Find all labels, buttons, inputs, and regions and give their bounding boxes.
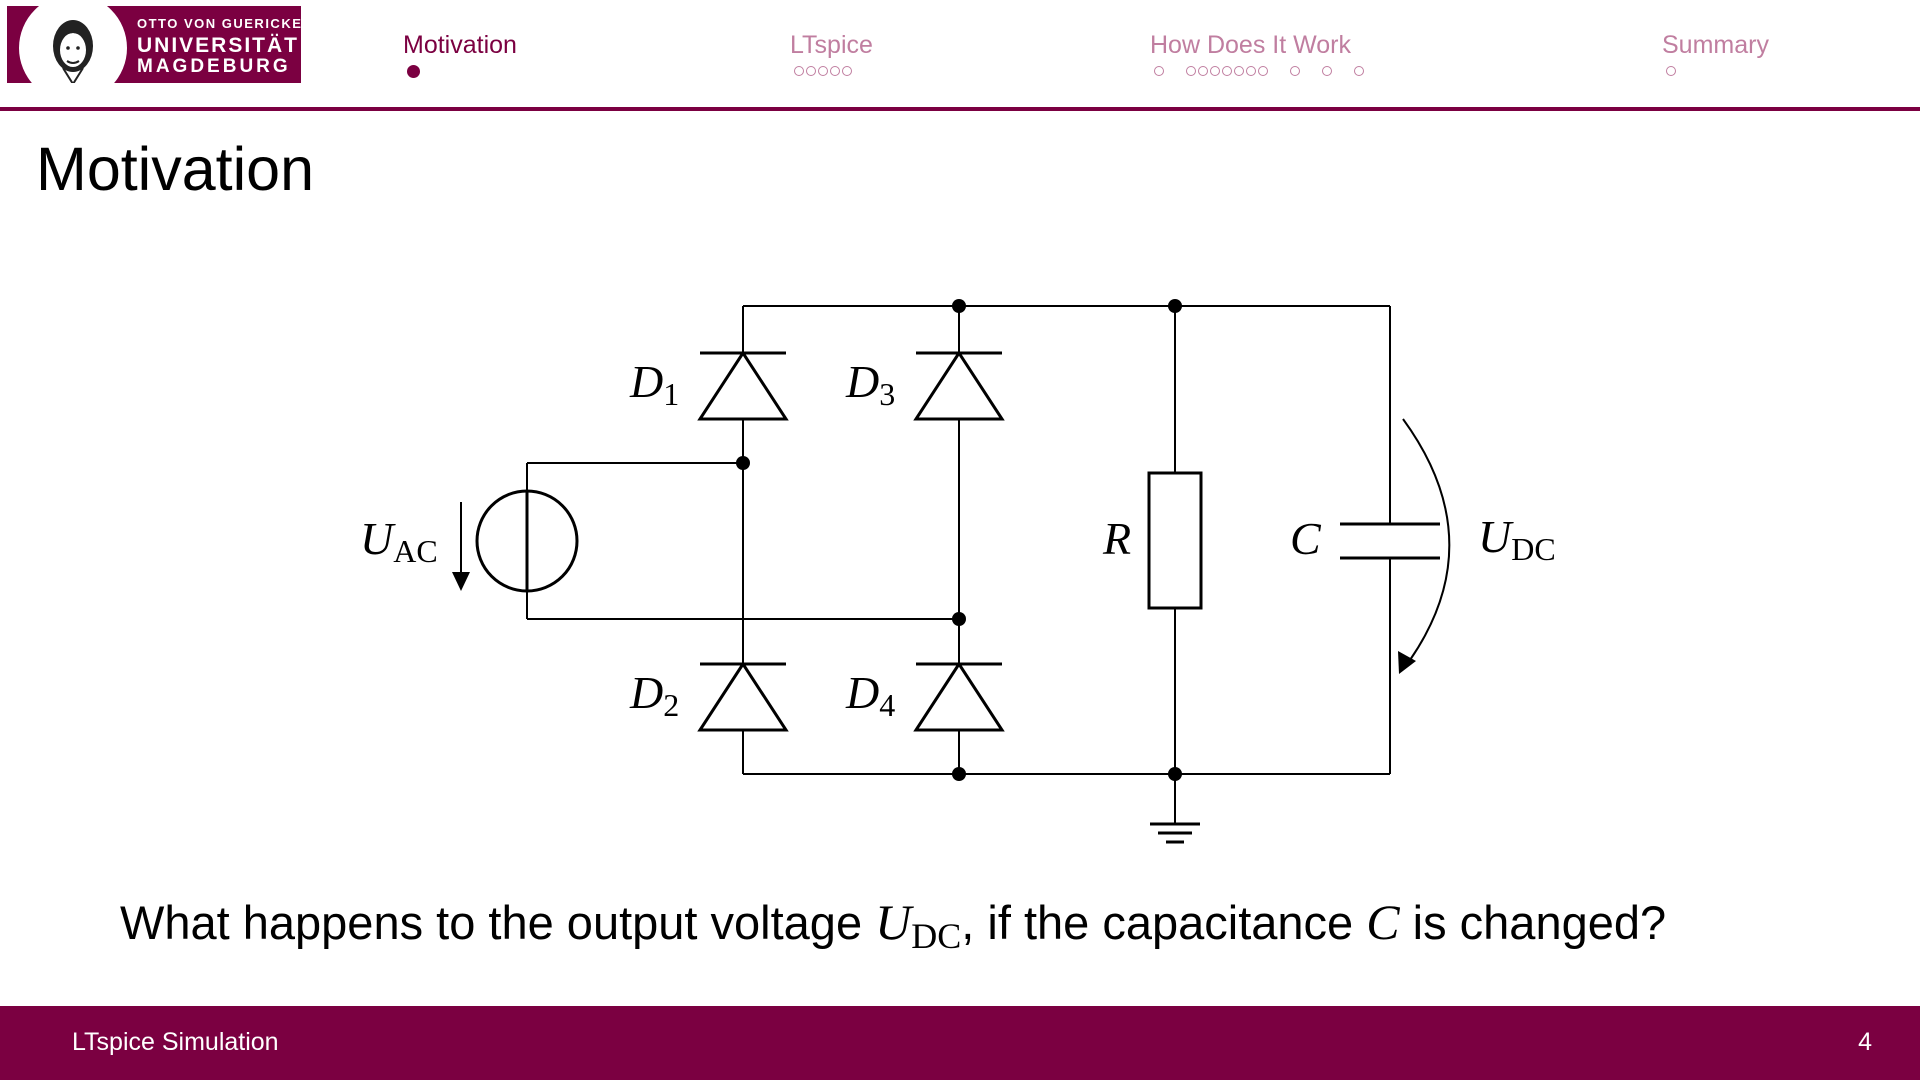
header: OTTO VON GUERICKE UNIVERSITÄT MAGDEBURG … (0, 0, 1920, 112)
nav-dot[interactable] (1354, 66, 1364, 76)
nav-dot[interactable] (1322, 66, 1332, 76)
university-logo[interactable]: OTTO VON GUERICKE UNIVERSITÄT MAGDEBURG (7, 6, 301, 83)
nav-dots-ltspice (794, 63, 852, 79)
question-part2: , if the capacitance (961, 896, 1367, 949)
nav-dot[interactable] (1234, 66, 1244, 76)
label-d4: D4 (845, 667, 895, 723)
logo-line1: OTTO VON GUERICKE (137, 16, 301, 31)
junction-dot (952, 612, 966, 626)
diode-d4-symbol (913, 661, 1005, 732)
nav-dots-how-does-it-work (1154, 63, 1364, 79)
junction-dot (1168, 767, 1182, 781)
nav-dot[interactable] (1198, 66, 1208, 76)
nav-dot[interactable] (1154, 66, 1164, 76)
label-r: R (1102, 513, 1131, 564)
nav-dot[interactable] (806, 66, 816, 76)
label-d2: D2 (629, 667, 679, 723)
nav-dot[interactable] (794, 66, 804, 76)
label-d3: D3 (845, 356, 895, 412)
diode-d2-symbol (697, 661, 789, 732)
nav-dot[interactable] (830, 66, 840, 76)
nav-section-motivation[interactable]: Motivation (403, 31, 517, 59)
nav-dot[interactable] (1210, 66, 1220, 76)
junction-dot (952, 299, 966, 313)
nav-dots-summary (1666, 63, 1676, 79)
nav-section-ltspice[interactable]: LTspice (790, 31, 873, 59)
rectifier-circuit-diagram: D1 D3 D2 D4 UAC R C UDC (360, 299, 1556, 844)
nav-dot[interactable] (842, 66, 852, 76)
junction-dot (1168, 299, 1182, 313)
circuit-wires (526, 305, 1391, 824)
diode-d3-symbol (913, 350, 1005, 421)
junction-dot (952, 767, 966, 781)
portrait-icon (53, 20, 93, 83)
resistor-symbol (1147, 471, 1203, 610)
logo-line3: MAGDEBURG (137, 56, 291, 77)
slide-title: Motivation (36, 135, 315, 203)
question-text: What happens to the output voltage UDC, … (120, 893, 1666, 957)
footer-title: LTspice Simulation (72, 1028, 279, 1056)
ac-source-symbol (475, 489, 579, 593)
diode-d1-symbol (697, 350, 789, 421)
label-c: C (1290, 513, 1322, 564)
nav-dot[interactable] (1258, 66, 1268, 76)
junction-dots (736, 299, 1182, 781)
ground-symbol (1150, 822, 1200, 844)
udc-arrow (1398, 418, 1451, 674)
footer-bar: LTspice Simulation 4 (0, 1006, 1920, 1080)
page-number: 4 (1858, 1028, 1872, 1056)
uac-arrow (452, 502, 470, 591)
nav-section-how-does-it-work[interactable]: How Does It Work (1150, 31, 1351, 59)
question-part1: What happens to the output voltage (120, 896, 876, 949)
header-rule (0, 107, 1920, 111)
label-d1: D1 (629, 356, 679, 412)
label-uac: UAC (360, 513, 438, 569)
label-udc: UDC (1478, 511, 1556, 567)
nav-dot[interactable] (407, 64, 420, 78)
nav-dot[interactable] (1222, 66, 1232, 76)
nav-dot[interactable] (1666, 66, 1676, 76)
math-c: C (1366, 894, 1400, 950)
question-part3: is changed? (1399, 896, 1667, 949)
capacitor-symbol (1340, 522, 1440, 560)
nav-dot[interactable] (1246, 66, 1256, 76)
junction-dot (736, 456, 750, 470)
nav-dot[interactable] (1186, 66, 1196, 76)
nav-section-summary[interactable]: Summary (1662, 31, 1769, 59)
nav-dot[interactable] (818, 66, 828, 76)
math-udc: UDC (875, 894, 962, 956)
logo-line2: UNIVERSITÄT (137, 34, 299, 57)
nav-dots-motivation (407, 63, 420, 79)
nav-dot[interactable] (1290, 66, 1300, 76)
